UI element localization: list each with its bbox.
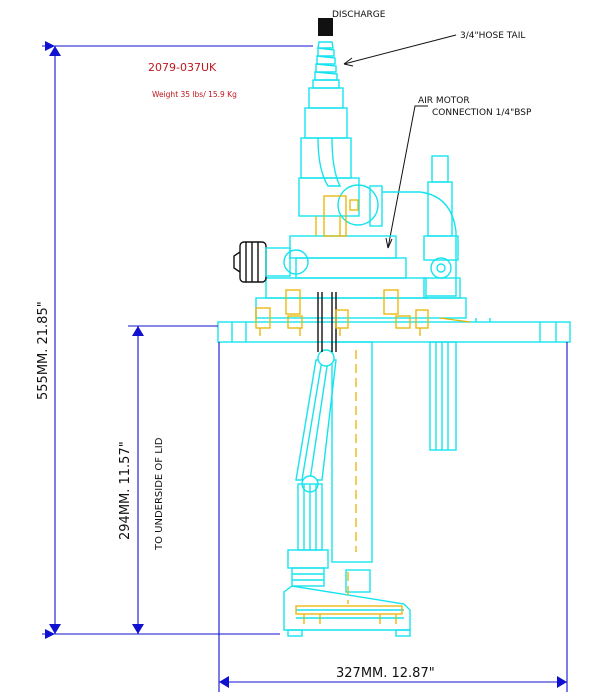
- pump-shaft: [317, 292, 337, 352]
- lid-height-label: 294MM. 11.57": [118, 441, 133, 540]
- width-label: 327MM. 12.87": [336, 666, 435, 681]
- pump-upper-body: [255, 87, 467, 319]
- discharge-label: DISCHARGE: [332, 10, 386, 20]
- weight-label: Weight 35 lbs/ 15.9 Kg: [152, 90, 237, 99]
- hose-tail-leader: [343, 34, 457, 65]
- overall-height-dimension: [42, 41, 313, 639]
- width-dimension: [218, 342, 568, 692]
- pump-tube-assembly: [287, 341, 457, 593]
- hose-tail-arrow: [343, 57, 354, 67]
- fasteners: [255, 195, 471, 624]
- overall-height-label: 555MM. 21.85": [36, 301, 51, 400]
- hidden-line: [347, 350, 357, 604]
- side-handle: [233, 241, 309, 283]
- foot-valve-base: [283, 585, 411, 637]
- air-motor-leader: [387, 105, 428, 249]
- lid-note-label: TO UNDERSIDE OF LID: [154, 437, 165, 551]
- lid-height-dimension: [128, 325, 280, 635]
- air-motor-label-1: AIR MOTOR: [418, 96, 470, 106]
- lid-plate: [217, 318, 571, 343]
- hose-tail: [312, 41, 340, 89]
- discharge-port: [318, 18, 333, 36]
- hose-tail-label: 3/4"HOSE TAIL: [460, 31, 525, 41]
- air-motor-column: [423, 155, 461, 299]
- part-number: 2079-037UK: [148, 61, 217, 74]
- air-motor-label-2: CONNECTION 1/4"BSP: [432, 108, 532, 118]
- air-motor-arrow: [385, 237, 393, 249]
